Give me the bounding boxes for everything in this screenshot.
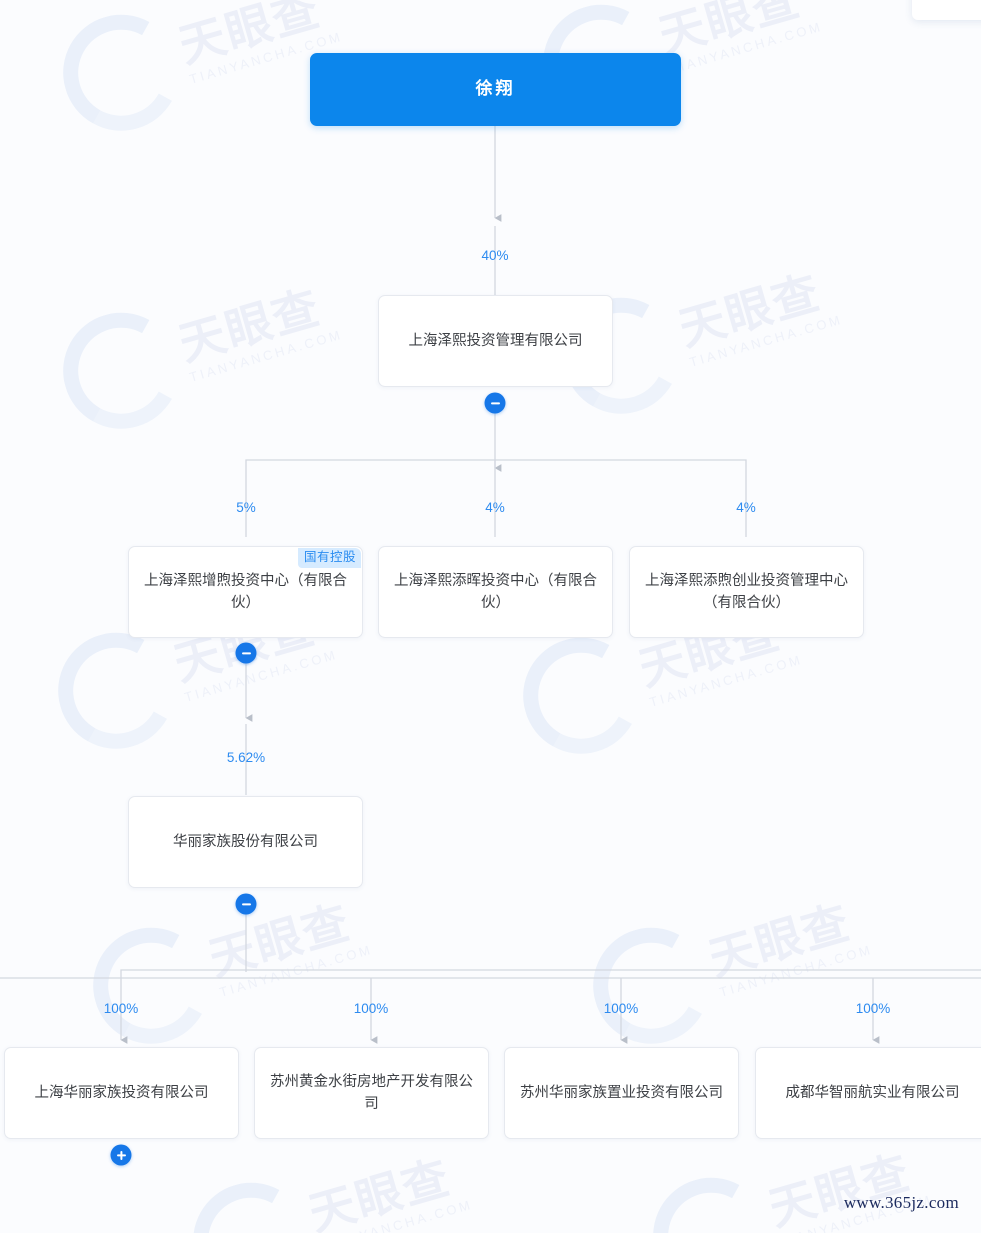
- edge-label-40pct: 40%: [481, 248, 509, 263]
- org-node-shanghai-zexi-investment[interactable]: 上海泽熙投资管理有限公司: [378, 295, 613, 387]
- org-node-label: 苏州黄金水街房地产开发有限公司: [270, 1073, 473, 1112]
- edge-label-4pct-a: 4%: [485, 500, 505, 515]
- org-node-zexi-zengxu[interactable]: 国有控股 上海泽熙增煦投资中心（有限合伙）: [128, 546, 363, 638]
- org-node-label: 苏州华丽家族置业投资有限公司: [520, 1084, 723, 1101]
- org-node-label: 上海泽熙投资管理有限公司: [408, 332, 583, 349]
- org-node-chengdu-huazhilihang[interactable]: 成都华智丽航实业有限公司: [755, 1047, 981, 1139]
- collapse-toggle-zexi-zengxu[interactable]: [235, 642, 257, 664]
- collapse-toggle-hualijiazu[interactable]: [235, 893, 257, 915]
- org-node-suzhou-huangjinshuijie[interactable]: 苏州黄金水街房地产开发有限公司: [254, 1047, 489, 1139]
- edge-label-4pct-b: 4%: [736, 500, 756, 515]
- edge-label-100pct-2: 100%: [353, 1001, 389, 1016]
- edge-label-562pct: 5.62%: [226, 750, 266, 765]
- org-node-label: 华丽家族股份有限公司: [173, 833, 318, 850]
- org-node-zexi-tianhui[interactable]: 上海泽熙添晖投资中心（有限合伙）: [378, 546, 613, 638]
- org-node-label: 上海泽熙添晖投资中心（有限合伙）: [394, 572, 597, 611]
- org-node-label: 成都华智丽航实业有限公司: [785, 1084, 960, 1101]
- org-node-label: 徐翔: [475, 79, 516, 99]
- expand-toggle-shanghai-hualijiazu-investment[interactable]: [110, 1144, 132, 1166]
- edge-label-100pct-3: 100%: [603, 1001, 639, 1016]
- org-node-label: 上海泽熙添煦创业投资管理中心（有限合伙）: [645, 572, 848, 611]
- org-node-suzhou-hualijiazu-zhiye[interactable]: 苏州华丽家族置业投资有限公司: [504, 1047, 739, 1139]
- edge-label-100pct-4: 100%: [855, 1001, 891, 1016]
- floating-panel-fragment[interactable]: [912, 0, 981, 20]
- org-node-zexi-tianxu[interactable]: 上海泽熙添煦创业投资管理中心（有限合伙）: [629, 546, 864, 638]
- state-owned-badge: 国有控股: [297, 548, 361, 568]
- org-node-hualijiazu[interactable]: 华丽家族股份有限公司: [128, 796, 363, 888]
- edge-label-5pct: 5%: [236, 500, 256, 515]
- org-node-root[interactable]: 徐翔: [310, 53, 681, 126]
- org-node-label: 上海泽熙增煦投资中心（有限合伙）: [144, 572, 347, 611]
- collapse-toggle-shanghai-zexi-investment[interactable]: [484, 392, 506, 414]
- site-url-watermark: www.365jz.com: [843, 1193, 959, 1212]
- edge-label-100pct-1: 100%: [103, 1001, 139, 1016]
- org-node-shanghai-hualijiazu-investment[interactable]: 上海华丽家族投资有限公司: [4, 1047, 239, 1139]
- org-node-label: 上海华丽家族投资有限公司: [34, 1084, 209, 1101]
